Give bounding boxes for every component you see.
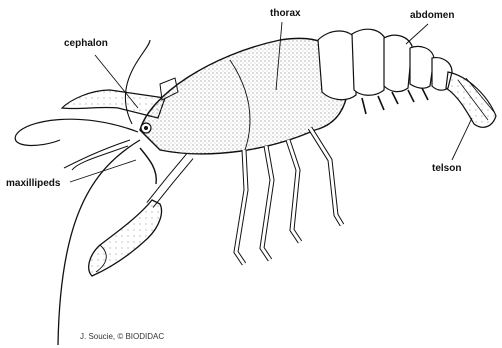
telson-leader <box>452 118 472 160</box>
label-telson: telson <box>432 163 461 174</box>
tail-fan <box>446 72 496 127</box>
abdomen-leader <box>406 24 428 44</box>
image-credit: J. Soucie, © BIODIDAC <box>80 332 164 341</box>
maxillipeds-leader <box>70 160 136 182</box>
label-cephalon: cephalon <box>64 38 108 49</box>
walking-leg-1 <box>310 128 342 225</box>
abdomen-seg-3 <box>384 35 412 91</box>
abdomen-seg-1 <box>318 31 356 100</box>
antennule-curl <box>15 119 138 145</box>
label-thorax: thorax <box>270 8 301 19</box>
abdomen-seg-2 <box>352 29 386 95</box>
label-abdomen: abdomen <box>410 10 454 21</box>
lower-claw <box>89 200 162 276</box>
maxilliped <box>140 148 156 184</box>
abdomen-seg-4 <box>410 46 434 88</box>
label-maxillipeds: maxillipeds <box>6 178 60 189</box>
